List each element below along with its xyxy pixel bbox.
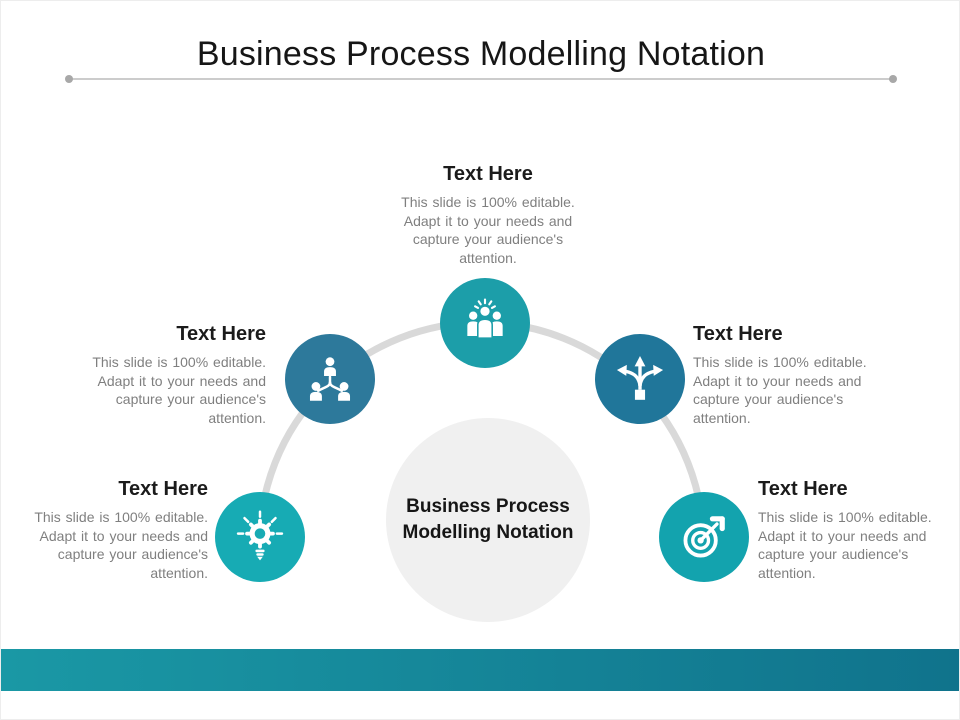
idea-gear-bulb-icon (236, 510, 284, 561)
center-circle: Business Process Modelling Notation (386, 418, 590, 622)
node-text-upper-left: Text Here This slide is 100% editable. A… (78, 323, 266, 427)
node-body: This slide is 100% editable. Adapt it to… (34, 509, 208, 581)
node-heading: Text Here (118, 478, 208, 500)
rule-dot-left (65, 75, 73, 83)
node-circle-team (440, 278, 530, 368)
node-body: This slide is 100% editable. Adapt it to… (92, 354, 266, 426)
center-label: Business Process Modelling Notation (402, 496, 574, 543)
node-body: This slide is 100% editable. Adapt it to… (758, 509, 932, 581)
three-way-arrow-icon (616, 355, 664, 400)
team-icon (467, 298, 503, 339)
node-body: This slide is 100% editable. Adapt it to… (401, 194, 575, 266)
slide-title: Business Process Modelling Notation (196, 35, 766, 73)
rule-dot-right (889, 75, 897, 83)
footer-accent-bar (1, 649, 959, 691)
node-circle-target (659, 492, 749, 582)
node-body: This slide is 100% editable. Adapt it to… (693, 354, 867, 426)
title-rule (69, 78, 893, 80)
node-text-bottom-right: Text Here This slide is 100% editable. A… (758, 478, 954, 582)
node-text-bottom-left: Text Here This slide is 100% editable. A… (18, 478, 208, 582)
node-heading: Text Here (176, 323, 266, 345)
node-text-top: Text Here This slide is 100% editable. A… (398, 163, 578, 267)
target-arrow-icon (683, 516, 725, 558)
node-heading: Text Here (693, 323, 783, 345)
hierarchy-icon (309, 357, 351, 401)
node-heading: Text Here (443, 163, 533, 185)
node-text-upper-right: Text Here This slide is 100% editable. A… (693, 323, 885, 427)
node-heading: Text Here (758, 478, 848, 500)
node-circle-directions (595, 334, 685, 424)
node-circle-idea (215, 492, 305, 582)
node-circle-hierarchy (285, 334, 375, 424)
